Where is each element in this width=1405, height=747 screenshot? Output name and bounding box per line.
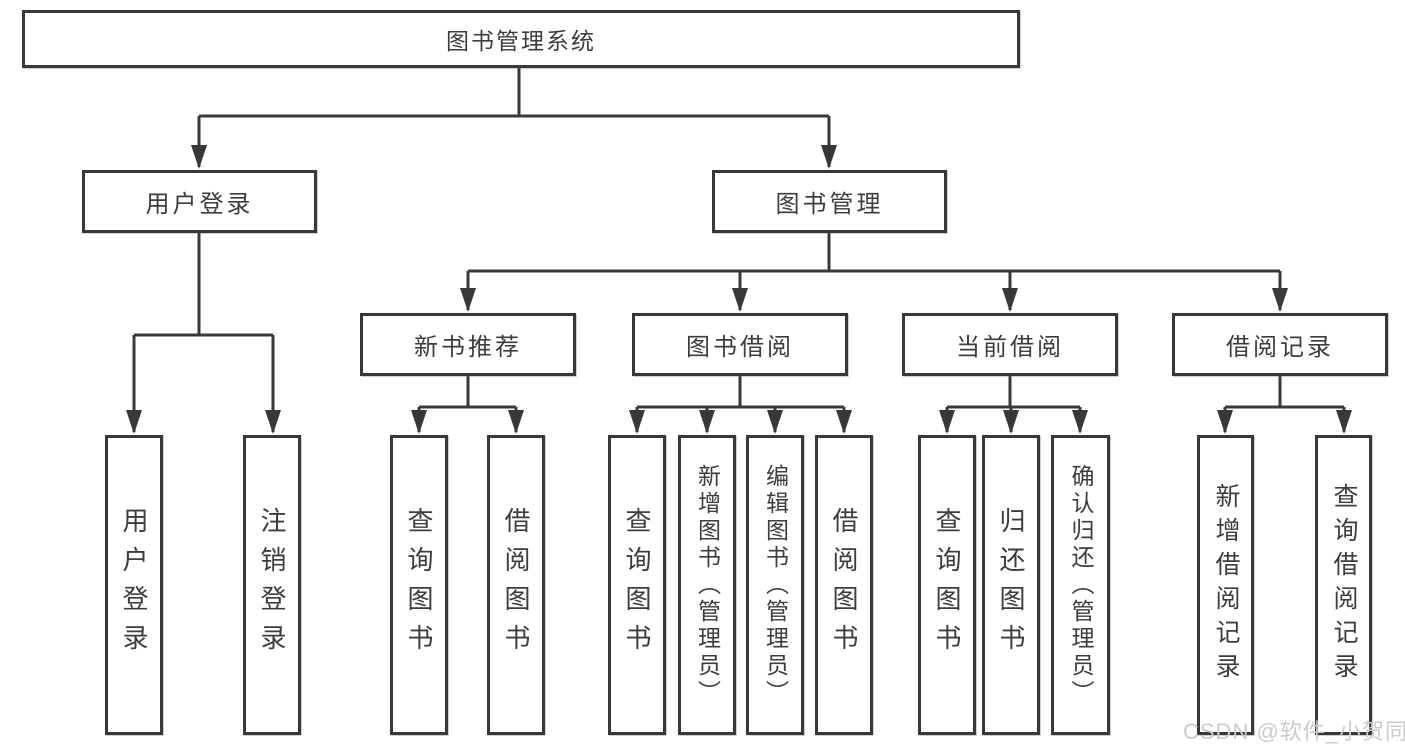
node-label: 查询图书	[404, 507, 434, 663]
connector-bars	[134, 68, 1344, 409]
leaf-user-login: 用户登录	[105, 435, 163, 735]
node-user-login-branch: 用户登录	[82, 170, 317, 233]
node-label: 查询图书	[932, 507, 962, 663]
leaf-edit-book-admin: 编辑图书（管理员）	[746, 435, 804, 735]
node-current-borrow: 当前借阅	[902, 313, 1118, 376]
node-label: 图书借阅	[686, 334, 794, 361]
node-label: 注销登录	[257, 507, 287, 663]
node-label: 图书管理系统	[446, 28, 596, 54]
leaf-return-books: 归还图书	[982, 435, 1040, 735]
node-label: 查询图书	[622, 507, 652, 663]
node-label: 查询借阅记录	[1330, 483, 1358, 687]
node-new-book-recommend: 新书推荐	[360, 313, 576, 376]
leaf-query-books-current: 查询图书	[918, 435, 976, 735]
node-book-borrow: 图书借阅	[632, 313, 848, 376]
leaf-add-borrow-record: 新增借阅记录	[1197, 435, 1254, 735]
node-label: 用户登录	[145, 191, 254, 218]
node-label: 编辑图书（管理员）	[762, 463, 789, 707]
node-label: 借阅图书	[829, 507, 859, 663]
node-book-management: 图书管理	[712, 170, 947, 233]
leaf-query-books-borrow: 查询图书	[608, 435, 666, 735]
node-label: 新书推荐	[414, 334, 522, 361]
node-label: 新增图书（管理员）	[694, 463, 721, 707]
node-label: 新增借阅记录	[1212, 483, 1240, 687]
leaf-logout: 注销登录	[243, 435, 301, 735]
node-borrow-records: 借阅记录	[1172, 313, 1388, 376]
node-label: 借阅图书	[501, 507, 531, 663]
leaf-confirm-return-admin: 确认归还（管理员）	[1051, 435, 1110, 735]
leaf-borrow-books-recommend: 借阅图书	[487, 435, 545, 735]
node-label: 归还图书	[996, 507, 1026, 663]
node-label: 确认归还（管理员）	[1068, 463, 1094, 707]
leaf-query-borrow-record: 查询借阅记录	[1315, 435, 1372, 735]
node-library-management-system: 图书管理系统	[22, 10, 1020, 68]
node-label: 图书管理	[775, 191, 884, 218]
csdn-watermark: CSDN @软件_小贺同学	[1183, 719, 1405, 744]
leaf-query-books-recommend: 查询图书	[390, 435, 448, 735]
leaf-borrow-books: 借阅图书	[815, 435, 873, 735]
leaf-add-book-admin: 新增图书（管理员）	[678, 435, 736, 735]
node-label: 借阅记录	[1226, 334, 1334, 361]
node-label: 当前借阅	[956, 334, 1064, 361]
node-label: 用户登录	[119, 507, 149, 663]
